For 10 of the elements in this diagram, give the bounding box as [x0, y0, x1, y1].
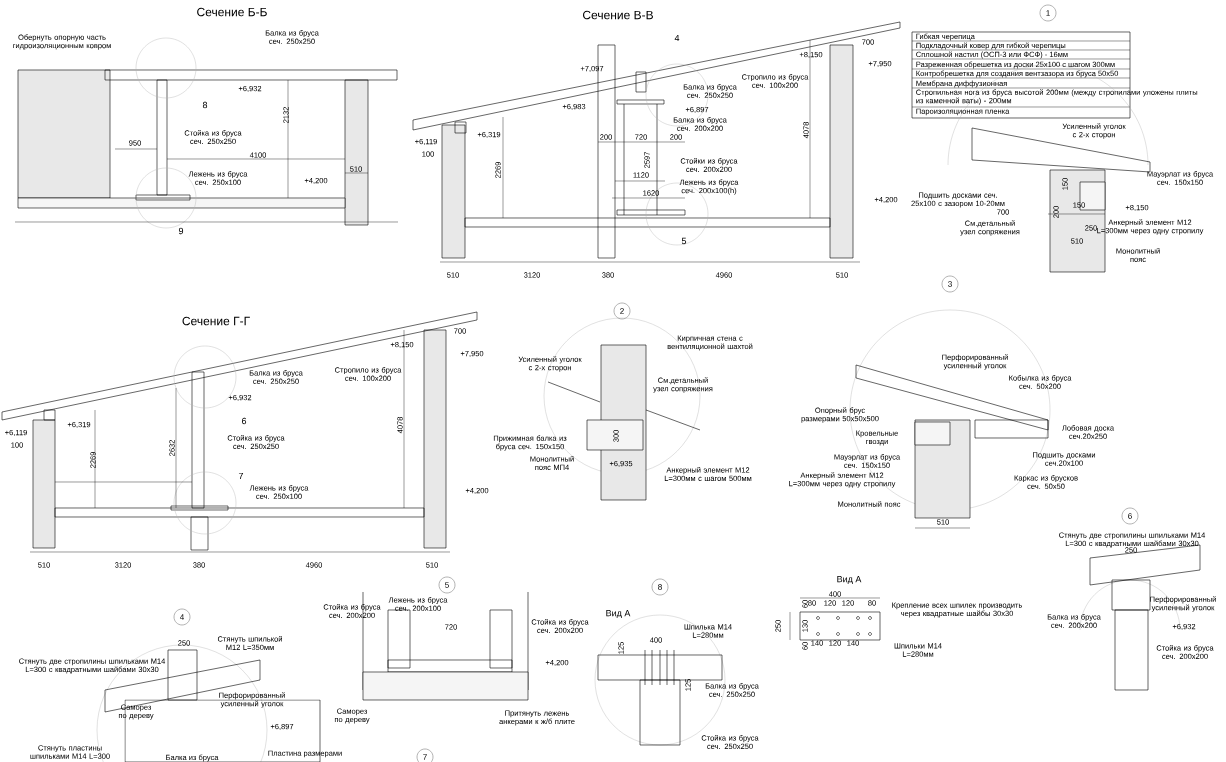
detail-number: 4	[674, 34, 680, 42]
detail-number: 7	[238, 472, 244, 480]
detail-number: 5	[681, 237, 687, 245]
detail-number: 8	[202, 101, 208, 109]
section-title: Сечение В-В	[583, 10, 653, 20]
detail-number: 6	[241, 417, 247, 425]
section-title: Вид А	[837, 576, 862, 584]
detail-number: 9	[178, 227, 184, 235]
section-title: Сечение Г-Г	[182, 316, 250, 326]
section-title: Сечение Б-Б	[197, 7, 267, 17]
